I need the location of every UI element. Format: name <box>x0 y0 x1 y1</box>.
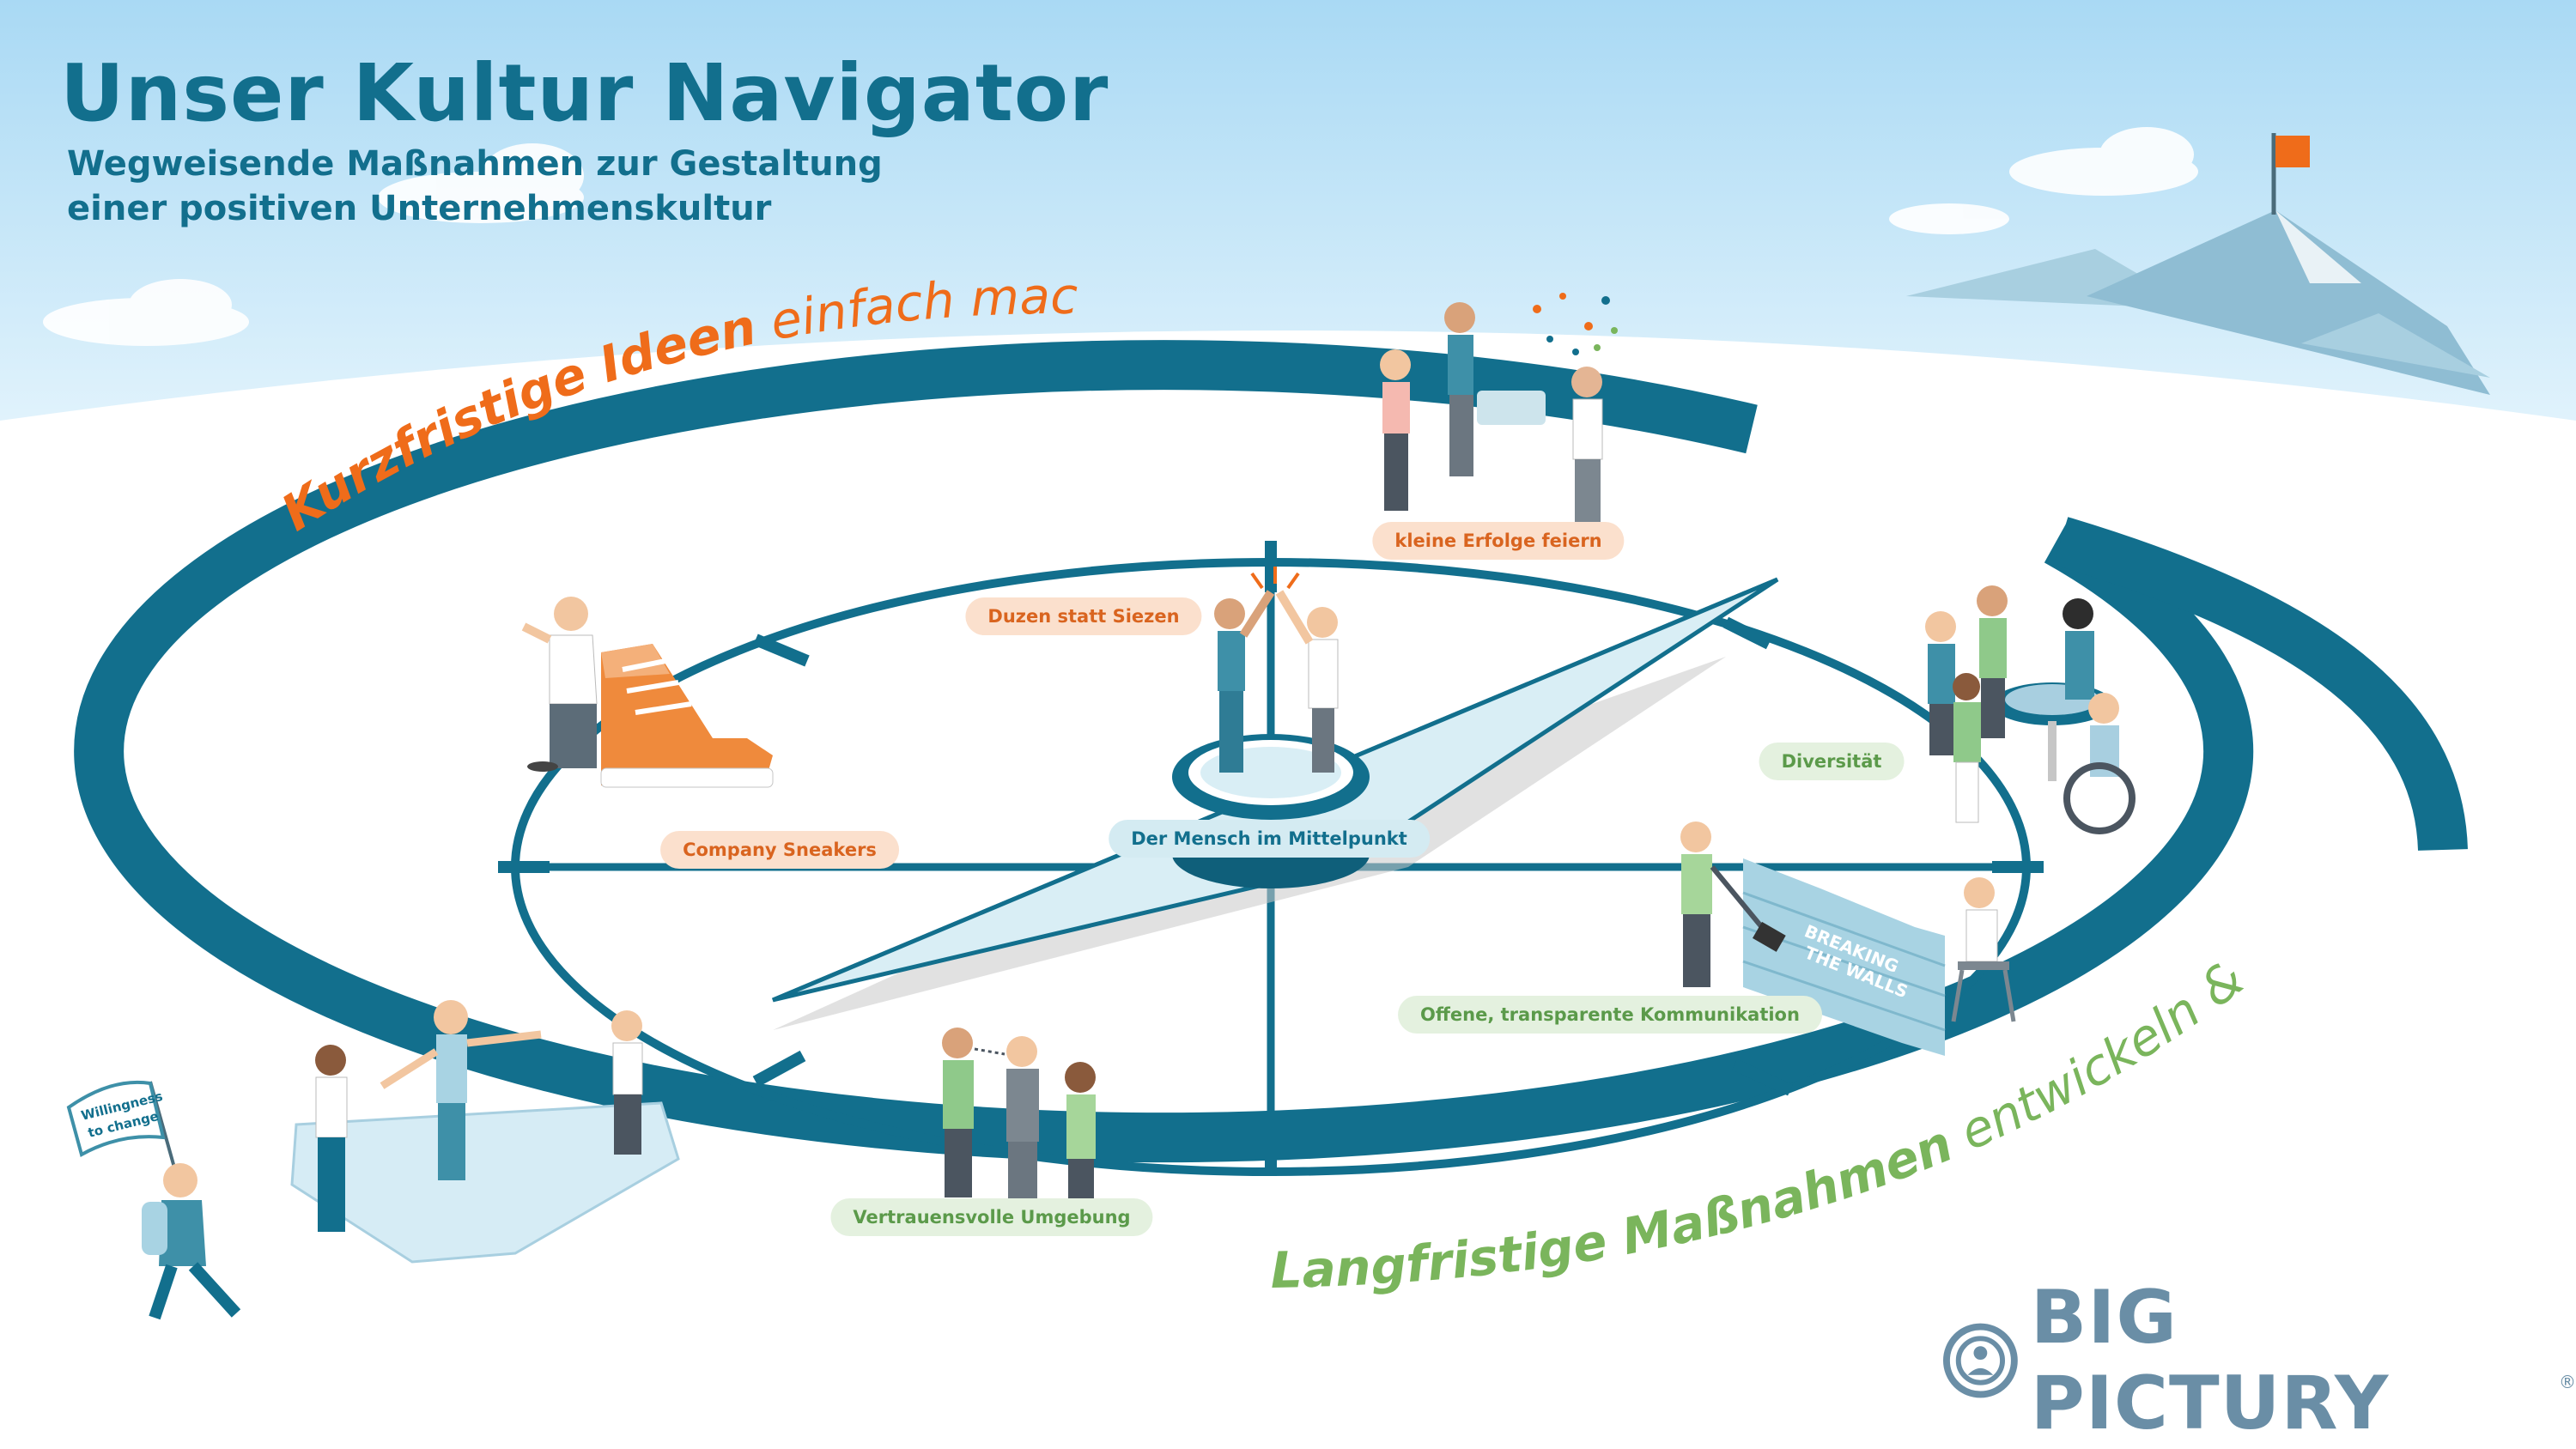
label-diversitaet: Diversität <box>1759 743 1905 780</box>
helping-hand-illustration <box>290 1000 680 1264</box>
sneaker-illustration <box>521 597 774 788</box>
subtitle-line-2: einer positiven Unternehmenskultur <box>67 189 772 228</box>
diversity-illustration <box>1925 585 2136 834</box>
outer-ring-right <box>2053 517 2468 852</box>
label-company-sneakers: Company Sneakers <box>660 831 899 869</box>
trust-illustration <box>942 1028 1096 1210</box>
brand-logo: BIG PICTURY ® <box>1942 1275 2576 1446</box>
page-title: Unser Kultur Navigator <box>60 47 1109 139</box>
breaking-walls-illustration: BREAKING THE WALLS <box>1680 822 2016 1056</box>
willingness-walker-illustration: Willingness to change <box>66 1080 241 1320</box>
label-duzen-statt-siezen: Duzen statt Siezen <box>965 597 1202 635</box>
brand-name: BIG PICTURY <box>2030 1275 2390 1446</box>
high-five-illustration <box>1214 567 1339 773</box>
outer-ring <box>74 340 2254 1163</box>
label-kleine-erfolge-feiern: kleine Erfolge feiern <box>1372 522 1625 560</box>
brand-mark-icon <box>1942 1323 2018 1398</box>
brand-registered-mark: ® <box>2559 1372 2576 1392</box>
compass-ticks <box>498 541 2044 1176</box>
clouds <box>43 127 2198 346</box>
label-vertrauensvolle-umgebung: Vertrauensvolle Umgebung <box>830 1198 1153 1236</box>
subtitle-line-1: Wegweisende Maßnahmen zur Gestaltung <box>67 144 883 184</box>
summit-flag-icon <box>2271 133 2310 215</box>
label-mensch-im-mittelpunkt: Der Mensch im Mittelpunkt <box>1109 820 1430 858</box>
mountains <box>1906 210 2490 395</box>
label-offene-kommunikation: Offene, transparente Kommunikation <box>1398 996 1822 1034</box>
page-subtitle: Wegweisende Maßnahmen zur Gestaltung ein… <box>67 142 883 231</box>
